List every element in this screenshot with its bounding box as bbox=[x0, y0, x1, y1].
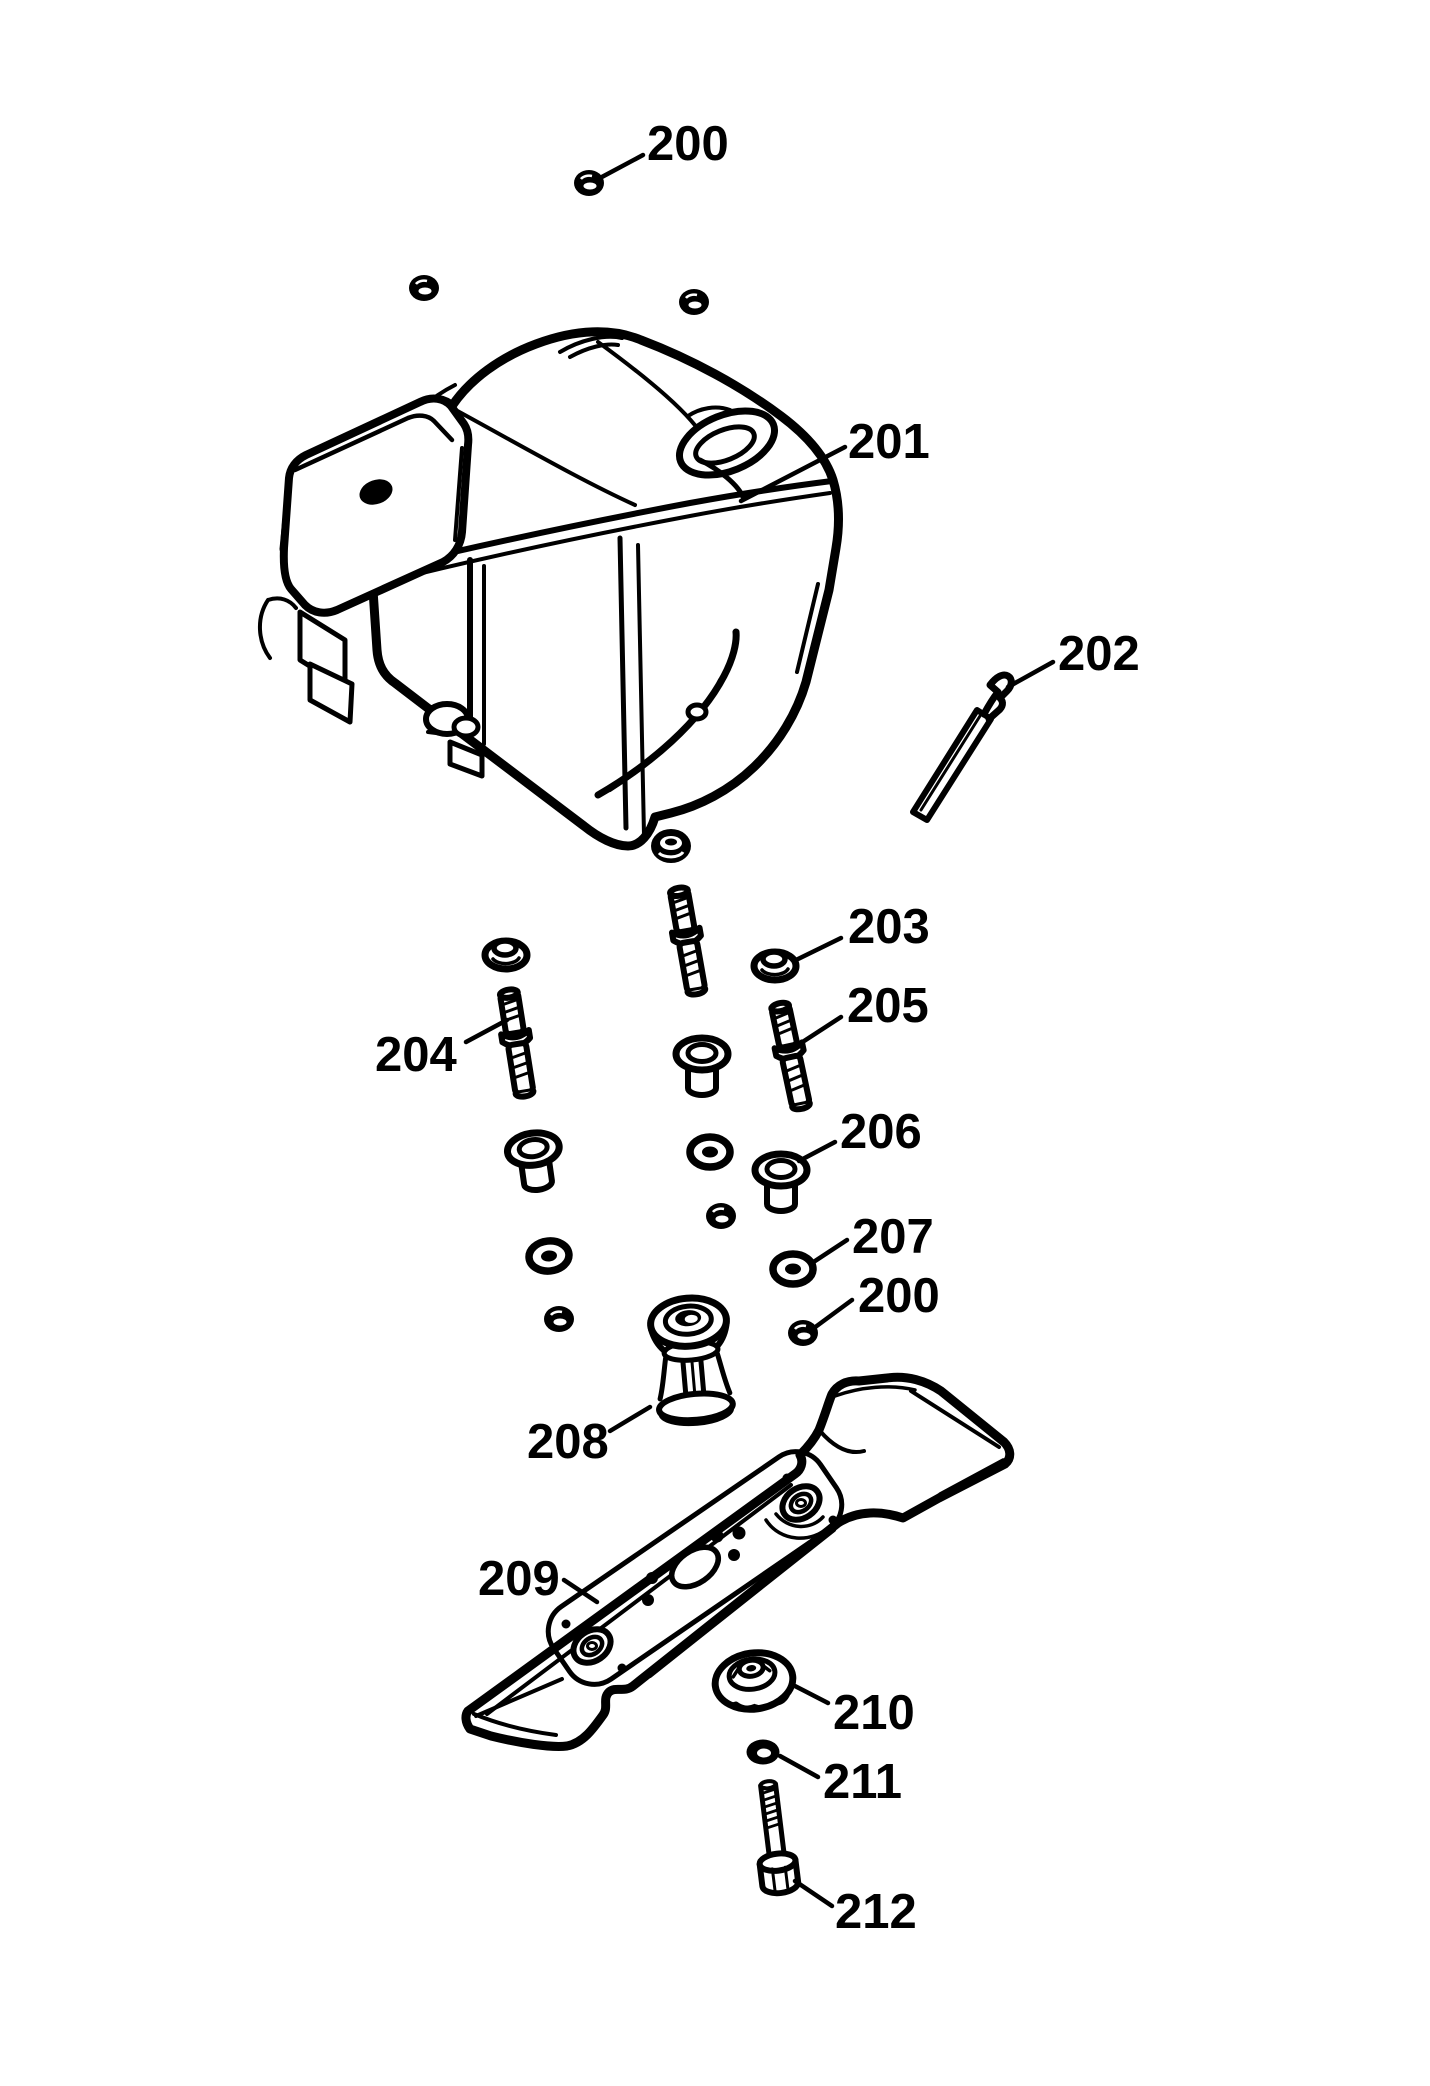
locknut-icon bbox=[677, 287, 711, 317]
leader-line bbox=[1005, 659, 1056, 690]
leader-line bbox=[809, 1237, 850, 1266]
leader-lines bbox=[463, 152, 1056, 1909]
leader-line bbox=[561, 1577, 600, 1605]
locknut-icon bbox=[572, 168, 606, 198]
stud-icon bbox=[494, 987, 539, 1098]
leader-line bbox=[798, 1014, 844, 1046]
callout-208: 208 bbox=[527, 1415, 609, 1469]
leader-line bbox=[607, 1404, 653, 1434]
leader-line bbox=[796, 1139, 838, 1164]
washer-icon bbox=[690, 1137, 730, 1167]
callout-211: 211 bbox=[823, 1755, 902, 1809]
fuel-cap-icon bbox=[359, 479, 393, 505]
callout-210: 210 bbox=[833, 1686, 915, 1740]
engine-fitting-icon bbox=[423, 701, 485, 779]
callout-200-mid: 200 bbox=[858, 1269, 940, 1323]
hardware-column-left bbox=[485, 941, 576, 1334]
leader-line bbox=[738, 444, 848, 504]
hardware-column-right bbox=[754, 952, 820, 1348]
callout-212: 212 bbox=[835, 1885, 917, 1939]
callout-209: 209 bbox=[478, 1552, 560, 1606]
blade-adapter-icon bbox=[647, 1294, 736, 1427]
fuel-tank-icon bbox=[279, 394, 473, 617]
leader-line bbox=[792, 1878, 835, 1909]
callout-204: 204 bbox=[375, 1028, 457, 1082]
washer-icon bbox=[528, 1239, 571, 1273]
locknut-icon bbox=[704, 1201, 738, 1231]
blade-mount-boss-right bbox=[764, 1473, 838, 1540]
blade-mount-boss-left bbox=[561, 1619, 627, 1673]
blade-center-plate bbox=[545, 1449, 845, 1687]
spacer-bushing-icon bbox=[505, 1130, 564, 1194]
hardware-column-center bbox=[649, 827, 738, 1231]
leader-line bbox=[793, 935, 844, 963]
callout-labels: 200 201 202 203 204 205 206 207 200 208 … bbox=[375, 117, 1140, 1939]
spacer-bushing-icon bbox=[676, 1038, 728, 1095]
locknut-icon bbox=[786, 1318, 820, 1348]
leader-line bbox=[777, 1753, 821, 1780]
cleaning-tool-icon bbox=[910, 671, 1015, 823]
stud-icon bbox=[664, 885, 710, 996]
callout-200-top: 200 bbox=[647, 117, 729, 171]
callout-201: 201 bbox=[848, 415, 930, 469]
locknut-icon bbox=[542, 1304, 576, 1334]
callout-206: 206 bbox=[840, 1105, 922, 1159]
blade-icon bbox=[461, 1372, 1015, 1751]
engine-handle-icon bbox=[675, 405, 779, 500]
blade-support-icon bbox=[711, 1649, 797, 1713]
flange-nut-icon bbox=[754, 952, 796, 980]
washer-icon bbox=[746, 1739, 780, 1765]
flange-nut-icon bbox=[485, 941, 527, 969]
leader-line bbox=[790, 1682, 831, 1706]
callout-205: 205 bbox=[847, 979, 929, 1033]
blade-bolt-icon bbox=[756, 1779, 802, 1897]
locknut-icon bbox=[407, 273, 441, 303]
callout-207: 207 bbox=[852, 1210, 934, 1264]
engine-icon bbox=[257, 327, 843, 851]
callout-202: 202 bbox=[1058, 627, 1140, 681]
leader-line bbox=[463, 1017, 510, 1045]
stud-icon bbox=[766, 1000, 816, 1111]
cap-nut-icon bbox=[649, 827, 693, 865]
washer-icon bbox=[773, 1254, 813, 1284]
leader-line bbox=[811, 1297, 855, 1331]
leader-line bbox=[597, 152, 646, 181]
callout-203: 203 bbox=[848, 900, 930, 954]
